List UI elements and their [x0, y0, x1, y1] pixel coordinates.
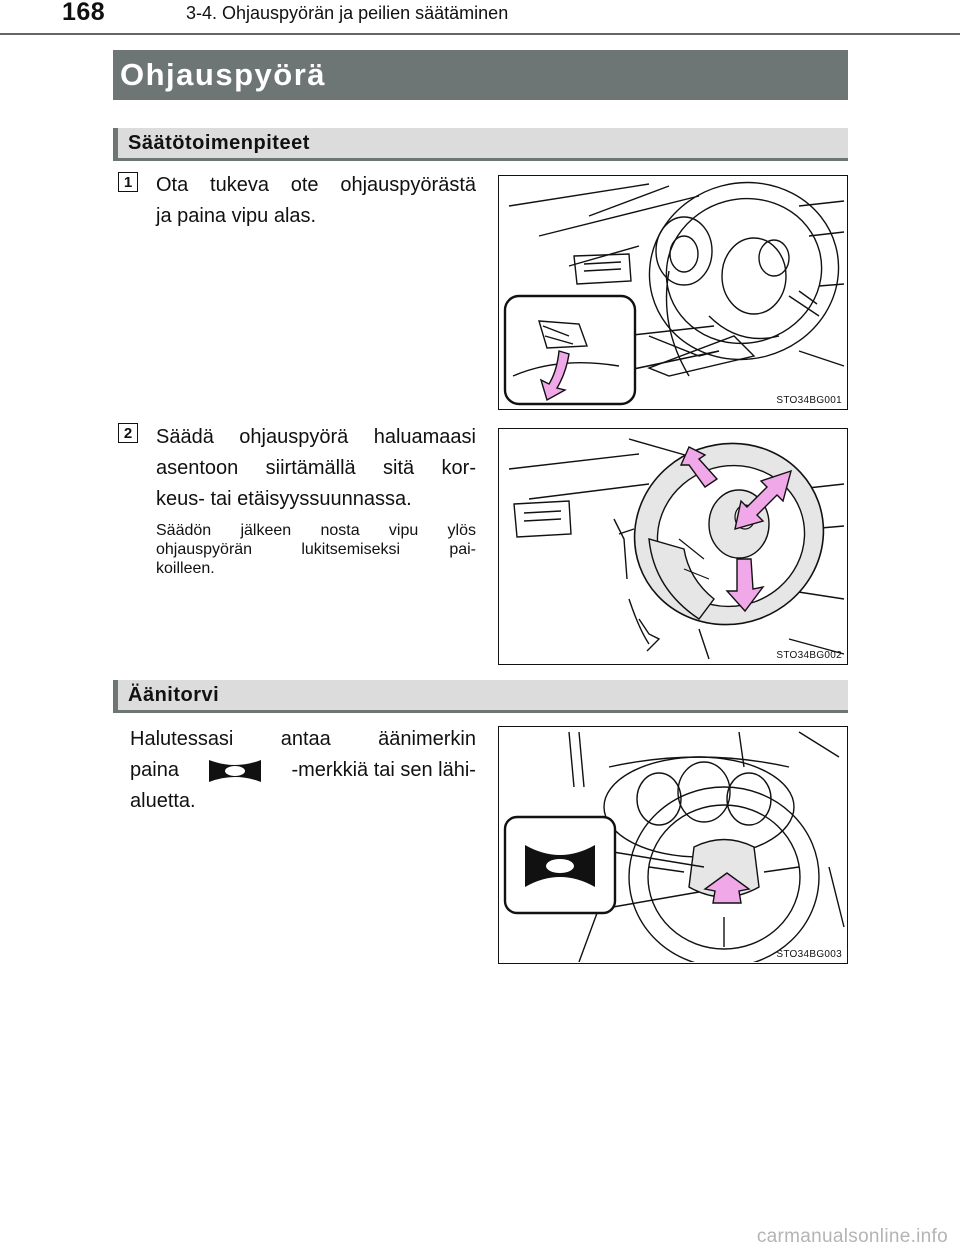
figure-code: STO34BG001: [776, 395, 842, 406]
arrow-down-icon: [725, 558, 765, 613]
arrow-up-icon: [703, 872, 751, 904]
step-2-line: Säädä ohjauspyörä haluamaasi: [156, 426, 476, 448]
section-accent: [113, 680, 118, 710]
step-2-note-line: koilleen.: [156, 560, 215, 577]
step-2-text: Säädä ohjauspyörä haluamaasi asentoon si…: [156, 422, 476, 515]
arrow-bidirectional-icon: [734, 469, 793, 530]
step-1-text: Ota tukeva ote ohjauspyörästä ja paina v…: [156, 170, 476, 232]
horn-line: Halutessasi antaa äänimerkin: [130, 728, 476, 750]
horn-icon: [525, 845, 595, 887]
horn-icon: [209, 759, 262, 782]
step-2-line: asentoon siirtämällä sitä kor-: [156, 457, 476, 479]
horn-line: aluetta.: [130, 790, 196, 812]
horn-line-before: paina: [130, 759, 179, 781]
figure-steering-lever: STO34BG001: [498, 175, 848, 410]
chapter-title: 3-4. Ohjauspyörän ja peilien säätäminen: [186, 3, 509, 23]
watermark: carmanualsonline.info: [756, 1226, 948, 1247]
horn-text: Halutessasi antaa äänimerkin paina -merk…: [130, 724, 476, 817]
page-title-bar: Ohjauspyörä: [113, 50, 848, 100]
figure-steering-adjust: STO34BG002: [498, 428, 848, 665]
page-title: Ohjauspyörä: [120, 57, 326, 92]
figure-code: STO34BG002: [776, 650, 842, 661]
steering-lever-illustration: [503, 181, 845, 406]
step-2-note: Säädön jälkeen nosta vipu ylös ohjauspyö…: [156, 521, 476, 578]
section-heading-text: Äänitorvi: [128, 683, 220, 706]
horn-illustration: [503, 731, 845, 962]
steering-adjust-illustration: [508, 438, 845, 660]
horn-line-after: -merkkiä tai sen lähi-: [291, 759, 476, 781]
horn-line: paina -merkkiä tai sen lähi-: [130, 755, 476, 786]
section-accent: [113, 128, 118, 158]
section-heading-text: Säätötoimenpiteet: [128, 131, 310, 154]
step-2-note-line: ohjauspyörän lukitsemiseksi pai-: [156, 541, 476, 558]
arrow-up-icon: [679, 446, 719, 488]
figure-horn: STO34BG003: [498, 726, 848, 964]
step-1-line: ja paina vipu alas.: [156, 205, 317, 227]
section-heading-horn: Äänitorvi: [113, 680, 848, 713]
step-2-note-line: Säädön jälkeen nosta vipu ylös: [156, 522, 476, 539]
header-rule: [0, 33, 960, 35]
step-number-2: 2: [118, 423, 138, 443]
page-number: 168: [62, 0, 106, 26]
section-heading-adjust: Säätötoimenpiteet: [113, 128, 848, 161]
step-2-line: keus- tai etäisyyssuunnassa.: [156, 488, 412, 510]
arrow-down-icon: [539, 350, 570, 402]
step-number-1: 1: [118, 172, 138, 192]
step-1-line: Ota tukeva ote ohjauspyörästä: [156, 174, 476, 196]
figure-code: STO34BG003: [776, 949, 842, 960]
